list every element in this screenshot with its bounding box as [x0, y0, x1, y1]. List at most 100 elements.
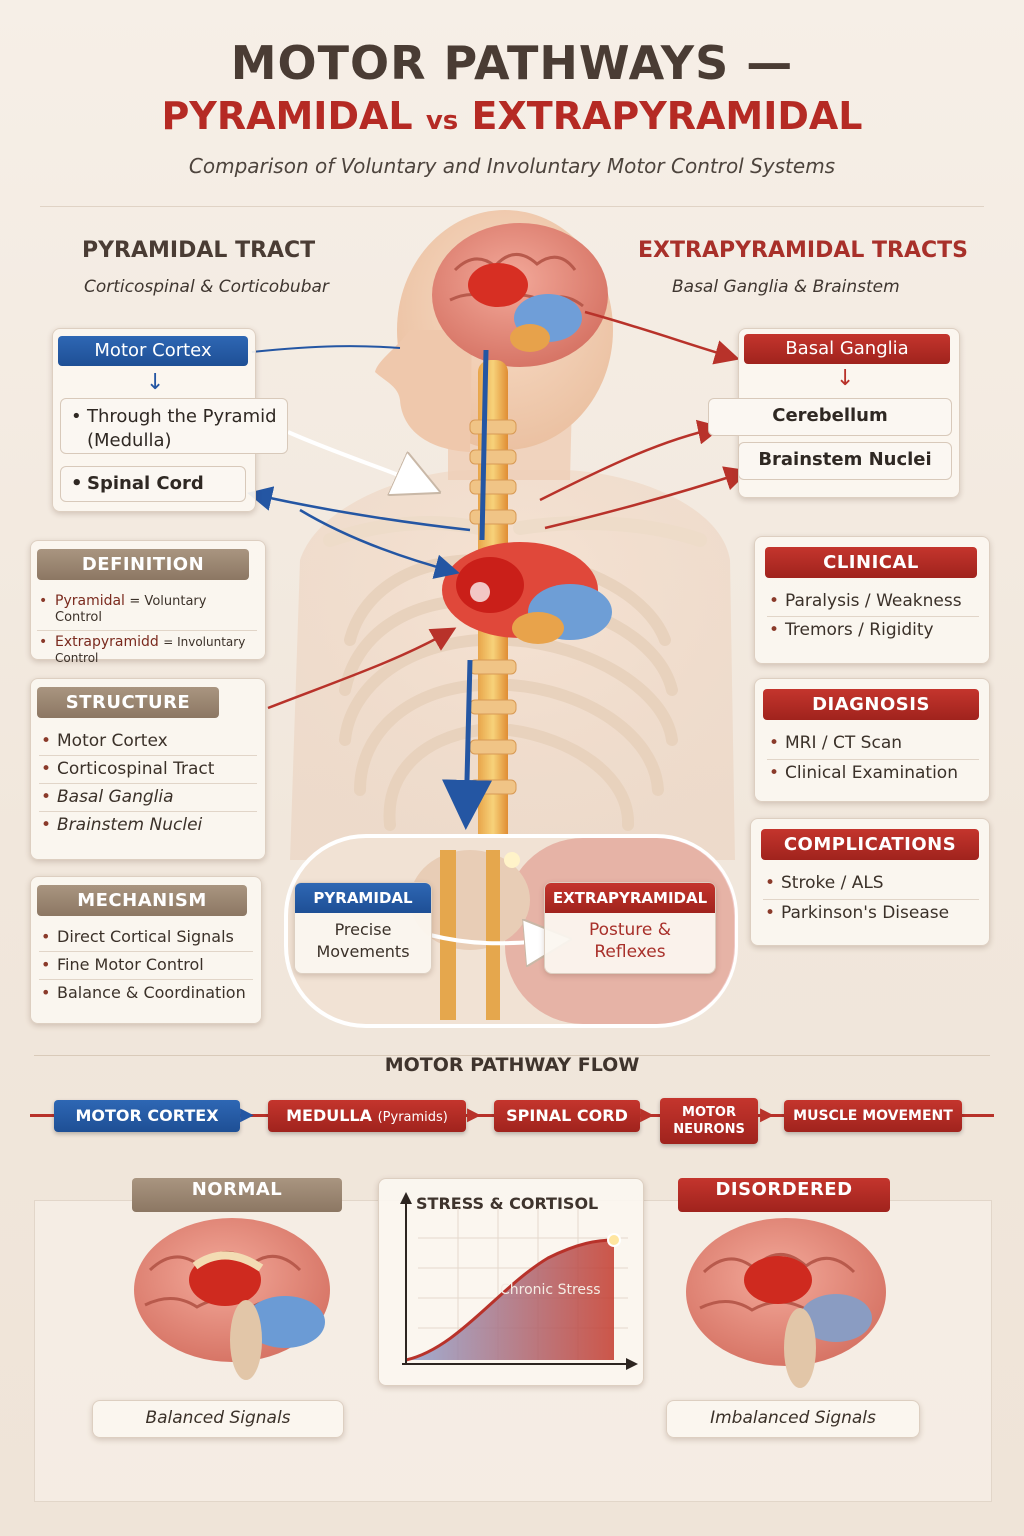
flow-step-medulla: MEDULLA (Pyramids): [268, 1100, 466, 1132]
pyramidal-tract-subheading: Corticospinal & Corticobubar: [84, 277, 329, 297]
inset-extrapyramidal-label: EXTRAPYRAMIDAL: [545, 883, 715, 913]
page-title: MOTOR PATHWAYS —: [230, 36, 794, 90]
flow-step-muscle-movement: MUSCLE MOVEMENT: [784, 1100, 962, 1132]
stress-graph-title: STRESS & CORTISOL: [416, 1194, 599, 1213]
spinal-cord-box: • Spinal Cord: [60, 466, 246, 502]
inset-pyramidal-label: PYRAMIDAL: [295, 883, 431, 913]
list-item: Basal Ganglia: [39, 784, 257, 812]
list-item: Balance & Coordination: [39, 980, 253, 1007]
pyramidal-tract-line: [466, 349, 486, 820]
list-item: Tremors / Rigidity: [767, 617, 979, 645]
flow-step-medulla-sub: (Pyramids): [377, 1110, 448, 1125]
flow-step-medulla-label: MEDULLA: [286, 1106, 373, 1125]
stress-curve-label: Chronic Stress: [500, 1282, 601, 1298]
connector-cerebellum: [539, 419, 723, 502]
definition-heading: DEFINITION: [37, 549, 249, 580]
title-vs: vs: [425, 106, 459, 136]
stress-curve: [405, 1238, 615, 1362]
definition-list: Pyramidal = Voluntary Control Extrapyram…: [37, 590, 257, 671]
arrow-right-icon: ▶: [467, 1104, 481, 1125]
definition-card: DEFINITION Pyramidal = Voluntary Control…: [30, 540, 266, 665]
arrow-right-icon: ▶: [640, 1104, 654, 1125]
spinal-cord-label: Spinal Cord: [87, 473, 204, 494]
structure-card: STRUCTURE Motor Cortex Corticospinal Tra…: [30, 678, 266, 860]
mechanism-list: Direct Cortical Signals Fine Motor Contr…: [39, 924, 253, 1007]
diagnosis-list: MRI / CT Scan Clinical Examination: [767, 730, 979, 789]
connector-structure: [267, 627, 457, 710]
brainstem-nuclei-box: Brainstem Nuclei: [738, 442, 952, 480]
definition-desc: = Involuntary Control: [55, 635, 246, 665]
list-item: Paralysis / Weakness: [767, 588, 979, 617]
flow-step-motor-cortex: MOTOR CORTEX: [54, 1100, 240, 1132]
list-item: Extrapyramidd = Involuntary Control: [37, 631, 257, 671]
divider: [40, 206, 984, 207]
list-item: Direct Cortical Signals: [39, 924, 253, 952]
inset-pyramidal-card: PYRAMIDAL Precise Movements: [294, 882, 432, 974]
list-item: Pyramidal = Voluntary Control: [37, 590, 257, 631]
arrow-right-icon: ▶: [240, 1104, 254, 1125]
complications-heading: COMPLICATIONS: [761, 829, 979, 860]
through-pyramid-label: Through the Pyramid (Medulla): [87, 406, 277, 451]
inset-extrapyramidal-card: EXTRAPYRAMIDAL Posture & Reflexes: [544, 882, 716, 974]
stress-graph: [400, 1192, 638, 1370]
complications-list: Stroke / ALS Parkinson's Disease: [763, 870, 979, 929]
clinical-heading: CLINICAL: [765, 547, 977, 578]
title-pyramidal: PYRAMIDAL: [161, 94, 413, 138]
clinical-card: CLINICAL Paralysis / Weakness Tremors / …: [754, 536, 990, 664]
structure-heading: STRUCTURE: [37, 687, 219, 718]
page-title-line2: PYRAMIDAL vs EXTRAPYRAMIDAL: [0, 94, 1024, 138]
connector-spinal-cord: [247, 486, 471, 532]
extrapyramidal-tracts-heading: EXTRAPYRAMIDAL TRACTS: [638, 238, 968, 263]
normal-caption: Balanced Signals: [92, 1400, 344, 1438]
connector-motor-cortex: [251, 345, 401, 353]
stress-point: [607, 1233, 621, 1247]
inset-pyramidal-text: Precise Movements: [316, 920, 410, 961]
connector-basal-ganglia: [584, 310, 740, 365]
definition-desc: = Voluntary Control: [55, 594, 207, 625]
bullet-icon: •: [71, 473, 83, 494]
motor-cortex-label: Motor Cortex: [58, 336, 248, 366]
pyramidal-tract-heading: PYRAMIDAL TRACT: [82, 238, 316, 263]
stress-area: [406, 1240, 614, 1360]
flow-title: MOTOR PATHWAY FLOW: [384, 1054, 640, 1076]
flow-step-spinal-cord: SPINAL CORD: [494, 1100, 640, 1132]
mechanism-heading: MECHANISM: [37, 885, 247, 916]
bottom-illustrations: [134, 1218, 886, 1388]
list-item: Stroke / ALS: [763, 870, 979, 900]
list-item: Fine Motor Control: [39, 952, 253, 980]
normal-label: NORMAL: [132, 1178, 342, 1212]
title-extrapyramidal: EXTRAPYRAMIDAL: [471, 94, 863, 138]
list-item: Motor Cortex: [39, 728, 257, 756]
bullet-icon: •: [71, 406, 82, 427]
complications-card: COMPLICATIONS Stroke / ALS Parkinson's D…: [750, 818, 990, 946]
list-item: MRI / CT Scan: [767, 730, 979, 760]
basal-ganglia-label: Basal Ganglia: [744, 334, 950, 364]
cerebellum-box: Cerebellum: [708, 398, 952, 436]
diagnosis-heading: DIAGNOSIS: [763, 689, 979, 720]
arrow-down-icon: ↓: [836, 366, 855, 391]
definition-term: Extrapyramidd: [55, 634, 159, 650]
flow-step-motor-neurons: MOTOR NEURONS: [660, 1098, 758, 1144]
diagnosis-card: DIAGNOSIS MRI / CT Scan Clinical Examina…: [754, 678, 990, 802]
clinical-list: Paralysis / Weakness Tremors / Rigidity: [767, 588, 979, 645]
through-pyramid-box: • Through the Pyramid (Medulla): [60, 398, 288, 454]
arrow-down-icon: ↓: [146, 370, 165, 395]
disordered-brain-icon: [686, 1218, 886, 1388]
disordered-caption: Imbalanced Signals: [666, 1400, 920, 1438]
inset-extrapyramidal-text: Posture & Reflexes: [588, 920, 672, 962]
list-item: Corticospinal Tract: [39, 756, 257, 784]
normal-brain-icon: [134, 1218, 330, 1380]
connector-brainstem: [544, 466, 750, 530]
list-item: Brainstem Nuclei: [39, 812, 257, 839]
arrow-right-icon: ▶: [760, 1104, 774, 1125]
list-item: Parkinson's Disease: [763, 900, 979, 929]
face-shape: [375, 330, 472, 452]
disordered-label: DISORDERED: [678, 1178, 890, 1212]
definition-term: Pyramidal: [55, 593, 125, 609]
mechanism-card: MECHANISM Direct Cortical Signals Fine M…: [30, 876, 262, 1024]
extrapyramidal-tracts-subheading: Basal Ganglia & Brainstem: [672, 277, 900, 297]
page-subtitle: Comparison of Voluntary and Involuntary …: [188, 154, 836, 178]
structure-list: Motor Cortex Corticospinal Tract Basal G…: [39, 728, 257, 839]
divider: [34, 1055, 990, 1056]
